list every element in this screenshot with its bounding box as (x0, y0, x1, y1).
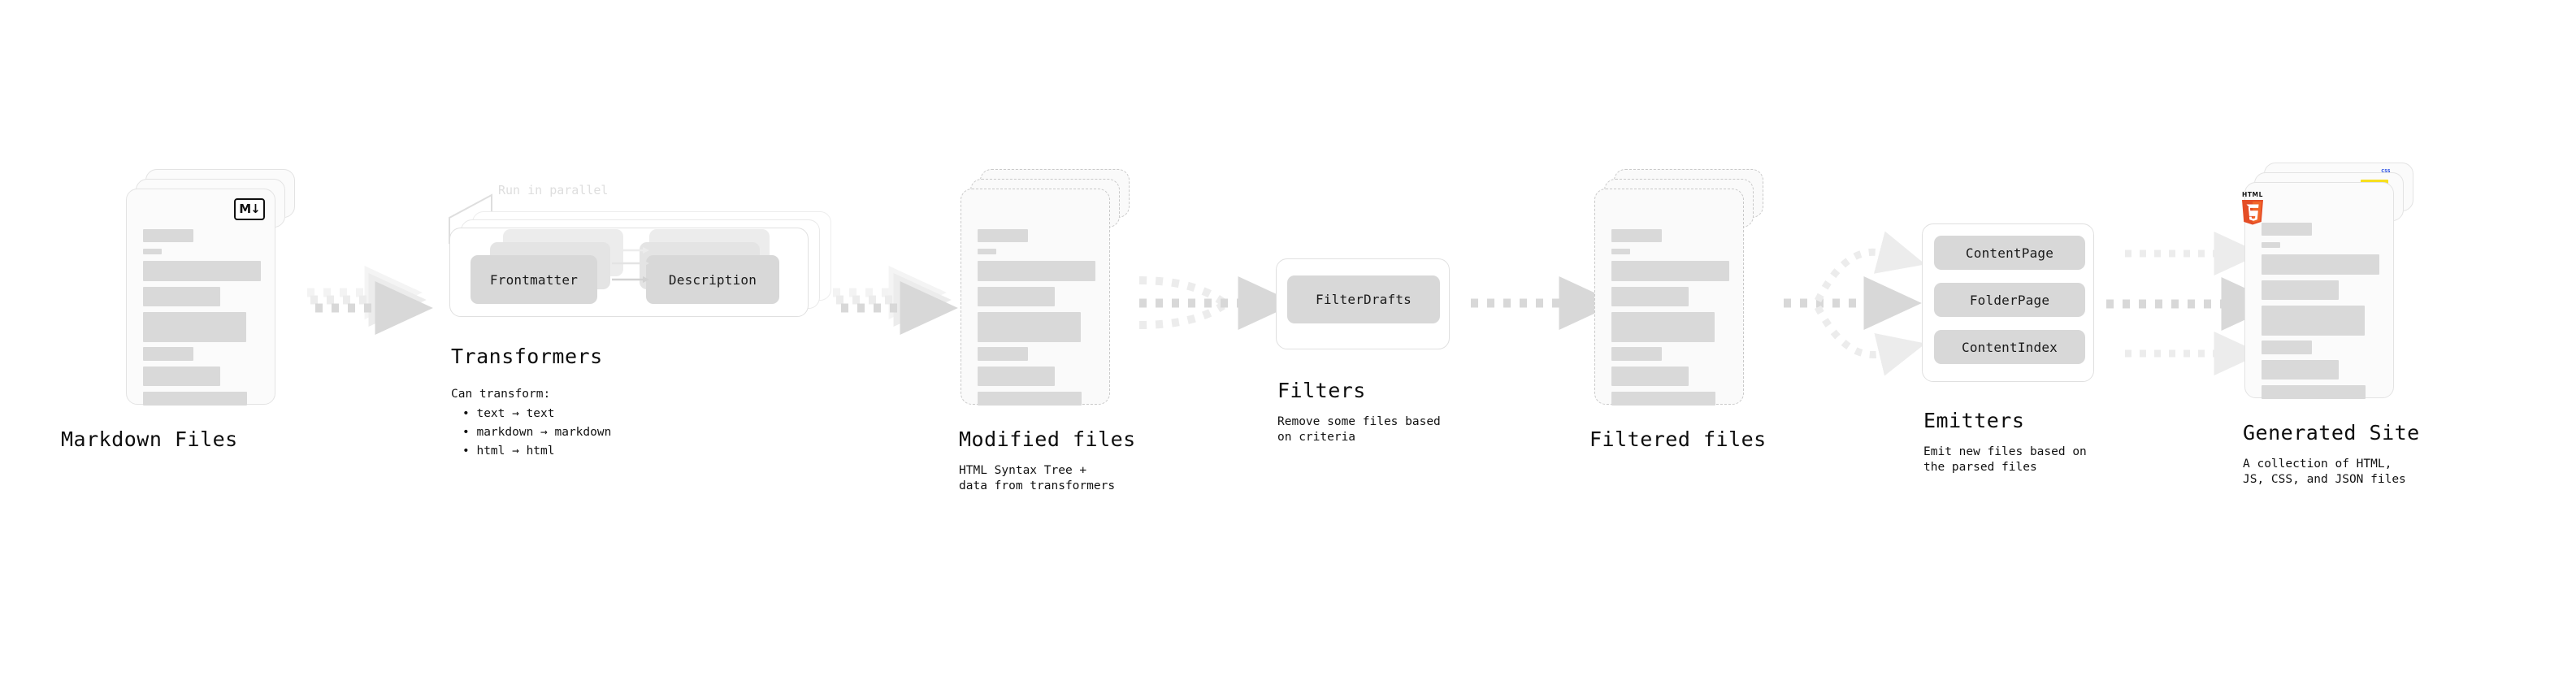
bullet-markdown-markdown: • markdown → markdown (462, 426, 612, 439)
stage-title-markdown-files: Markdown Files (61, 427, 238, 451)
chip-filterdrafts[interactable]: FilterDrafts (1287, 275, 1440, 323)
stage-title-emitters: Emitters (1923, 409, 2025, 432)
stage-filtered-files: Filtered files (1589, 169, 1766, 451)
conn-emitters-site (2106, 232, 2279, 375)
stage-subtitle-modified-files: HTML Syntax Tree + data from transformer… (959, 464, 1116, 493)
stage-generated-site: CSS HTML (2242, 163, 2419, 486)
inner-arrows (612, 247, 649, 283)
stage-title-modified-files: Modified files (959, 427, 1136, 451)
bullet-text-text: • text → text (462, 407, 555, 420)
stage-markdown-files: M↓ Markdown Files (61, 169, 295, 451)
filtered-file-stack (1594, 169, 1763, 406)
markdown-badge: M↓ (234, 198, 265, 220)
stage-subtitle-filters: Remove some files based on criteria (1277, 415, 1441, 445)
stage-modified-files: Modified files HTML Syntax Tree + data f… (959, 169, 1135, 492)
stage-title-filtered-files: Filtered files (1589, 427, 1767, 451)
file-card-front (961, 189, 1110, 406)
stage-title-transformers: Transformers (451, 345, 603, 368)
bullet-html-html: • html → html (462, 445, 555, 458)
file-card-front-html: HTML (2242, 182, 2394, 399)
svg-text:HTML: HTML (2242, 191, 2263, 198)
emitters-group-box: ContentPage FolderPage ContentIndex (1922, 223, 2094, 382)
conn-transformers-modified (833, 266, 958, 335)
file-card-front (1594, 189, 1744, 406)
stage-subtitle-generated-site: A collection of HTML, JS, CSS, and JSON … (2243, 458, 2406, 487)
stage-subtitle-transformers: Can transform: (451, 388, 551, 401)
chip-frontmatter[interactable]: Frontmatter (471, 255, 597, 304)
stage-subtitle-emitters: Emit new files based on the parsed files (1923, 445, 2087, 475)
chip-contentpage[interactable]: ContentPage (1934, 236, 2085, 270)
conn-filtered-emitters (1784, 231, 1926, 376)
stage-title-filters: Filters (1277, 379, 1366, 402)
conn-modified-filters (1138, 276, 1296, 330)
conn-markdown-transformers (307, 266, 433, 335)
stage-transformers: Frontmatter Description Run in parallel … (449, 183, 831, 458)
stage-title-generated-site: Generated Site (2243, 421, 2420, 445)
chip-contentindex[interactable]: ContentIndex (1934, 330, 2085, 364)
markdown-file-stack: M↓ (126, 169, 295, 406)
modified-file-stack (961, 169, 1130, 406)
chip-description[interactable]: Description (646, 255, 779, 304)
chip-folderpage[interactable]: FolderPage (1934, 283, 2085, 317)
annotation-run-in-parallel: Run in parallel (498, 183, 609, 197)
html5-badge: HTML (2237, 189, 2268, 225)
file-card-front: M↓ (126, 189, 275, 406)
filters-group-box: FilterDrafts (1276, 258, 1450, 349)
generated-file-stack: CSS HTML (2242, 163, 2413, 399)
